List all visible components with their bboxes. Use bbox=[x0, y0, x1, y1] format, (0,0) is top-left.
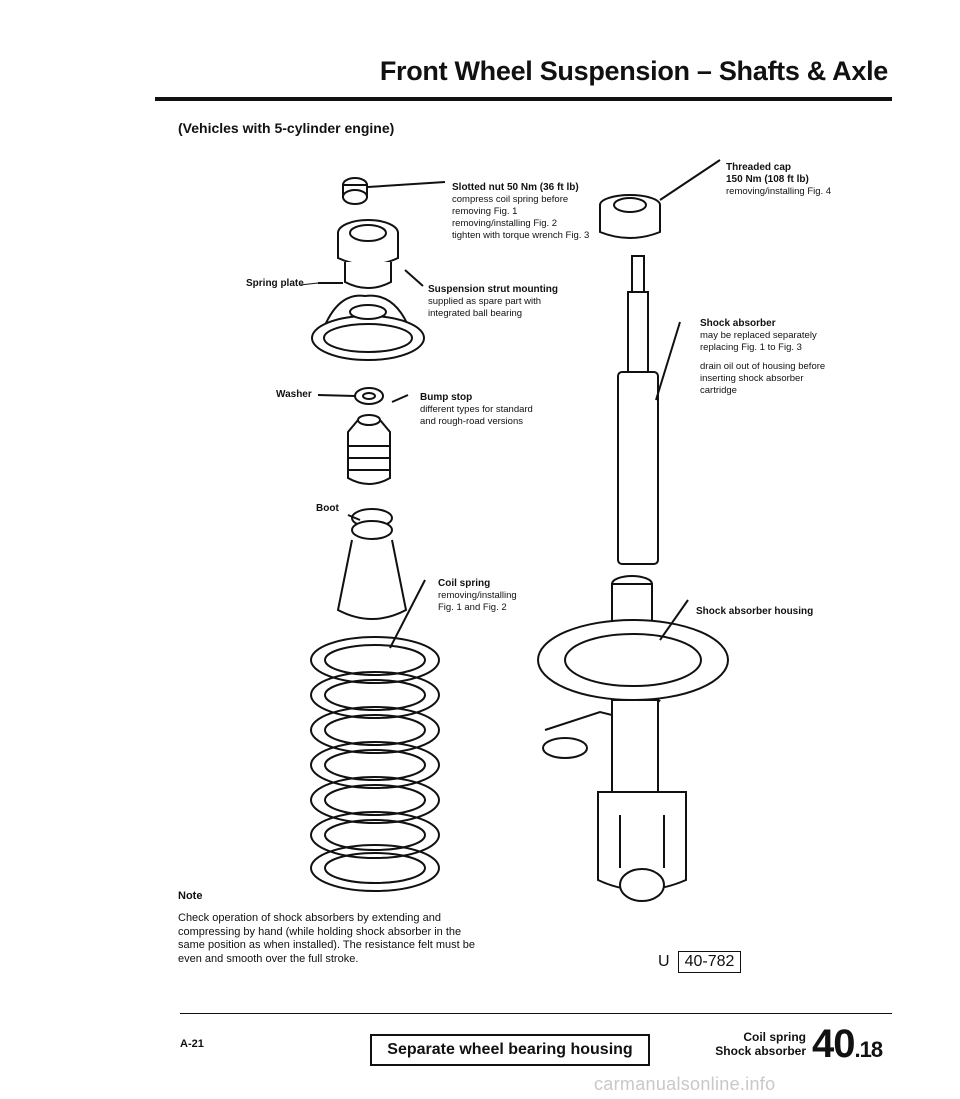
figure-prefix: U bbox=[658, 953, 670, 970]
slotted-nut-line: removing Fig. 1 bbox=[452, 206, 518, 217]
shock-absorber-housing-part bbox=[537, 575, 729, 902]
section-labels: Coil spring Shock absorber bbox=[688, 1030, 806, 1058]
coil-spring-line: removing/installing bbox=[438, 590, 517, 601]
coil-spring-line: Fig. 1 and Fig. 2 bbox=[438, 602, 507, 613]
slotted-nut-title: Slotted nut 50 Nm (36 ft lb) bbox=[452, 182, 579, 193]
note-text: Check operation of shock absorbers by ex… bbox=[178, 912, 475, 965]
bump-stop-line: and rough-road versions bbox=[420, 416, 523, 427]
watermark: carmanualsonline.info bbox=[594, 1074, 776, 1094]
threaded-cap-title: Threaded cap bbox=[726, 162, 792, 173]
slotted-nut-line: tighten with torque wrench Fig. 3 bbox=[452, 230, 590, 241]
threaded-cap-line: removing/installing Fig. 4 bbox=[726, 186, 832, 197]
strut-mounting-title: Suspension strut mounting bbox=[428, 284, 558, 295]
figure-code: 40-782 bbox=[677, 951, 742, 973]
washer-part bbox=[317, 387, 384, 405]
bump-stop-title: Bump stop bbox=[420, 392, 473, 403]
page-number: A-21 bbox=[180, 1038, 204, 1050]
section-minor: .18 bbox=[854, 1037, 884, 1062]
footer-rule bbox=[180, 1013, 892, 1014]
spring-plate-part bbox=[318, 219, 424, 289]
note-heading: Note bbox=[178, 890, 203, 902]
coil-spring-callout: Coil spring removing/installing Fig. 1 a… bbox=[438, 578, 568, 614]
strut-mounting-line: integrated ball bearing bbox=[428, 308, 523, 319]
threaded-cap-torque: 150 Nm (108 ft lb) bbox=[726, 174, 809, 185]
bump-stop-callout: Bump stop different types for standard a… bbox=[420, 392, 580, 428]
shock-absorber-line: drain oil out of housing before bbox=[700, 361, 826, 372]
coil-spring-title: Coil spring bbox=[438, 578, 491, 589]
shock-absorber-part bbox=[617, 255, 681, 565]
section-tab-label: Separate wheel bearing housing bbox=[387, 1041, 633, 1058]
shock-absorber-line: may be replaced separately bbox=[700, 330, 817, 341]
slotted-nut-line: removing/installing Fig. 2 bbox=[452, 218, 558, 229]
spring-plate-label: Spring plate bbox=[246, 278, 304, 289]
boot-label: Boot bbox=[316, 503, 339, 514]
bump-stop-line: different types for standard bbox=[420, 404, 533, 415]
shock-absorber-housing-label: Shock absorber housing bbox=[696, 606, 814, 617]
strut-mounting-callout: Suspension strut mounting supplied as sp… bbox=[428, 284, 588, 320]
threaded-cap-part bbox=[599, 159, 721, 239]
slotted-nut-callout: Slotted nut 50 Nm (36 ft lb) compress co… bbox=[452, 182, 632, 242]
slotted-nut-line: compress coil spring before bbox=[452, 194, 569, 205]
shock-absorber-callout: Shock absorber may be replaced separatel… bbox=[700, 318, 870, 397]
strut-mounting-part bbox=[311, 294, 425, 361]
section-tab: Separate wheel bearing housing bbox=[370, 1034, 650, 1066]
figure-reference: U 40-782 bbox=[658, 951, 742, 973]
page-title: Front Wheel Suspension – Shafts & Axle bbox=[379, 56, 888, 86]
header-rule bbox=[155, 97, 892, 101]
section-number: 40.18 bbox=[812, 1022, 884, 1067]
threaded-cap-callout: Threaded cap 150 Nm (108 ft lb) removing… bbox=[726, 162, 876, 198]
washer-label: Washer bbox=[276, 389, 312, 400]
shock-absorber-line: inserting shock absorber bbox=[700, 373, 804, 384]
strut-mounting-line: supplied as spare part with bbox=[428, 296, 542, 307]
boot-part bbox=[336, 508, 408, 620]
shock-absorber-line: cartridge bbox=[700, 385, 737, 396]
coil-spring-part bbox=[310, 579, 440, 892]
section-line-2: Shock absorber bbox=[715, 1044, 806, 1058]
shock-absorber-line: replacing Fig. 1 to Fig. 3 bbox=[700, 342, 802, 353]
slotted-nut-part bbox=[342, 177, 446, 205]
shock-absorber-title: Shock absorber bbox=[700, 318, 776, 329]
section-major: 40 bbox=[812, 1022, 855, 1066]
bump-stop-part bbox=[347, 394, 409, 485]
page-subtitle: (Vehicles with 5-cylinder engine) bbox=[178, 120, 395, 136]
section-line-1: Coil spring bbox=[743, 1030, 806, 1044]
